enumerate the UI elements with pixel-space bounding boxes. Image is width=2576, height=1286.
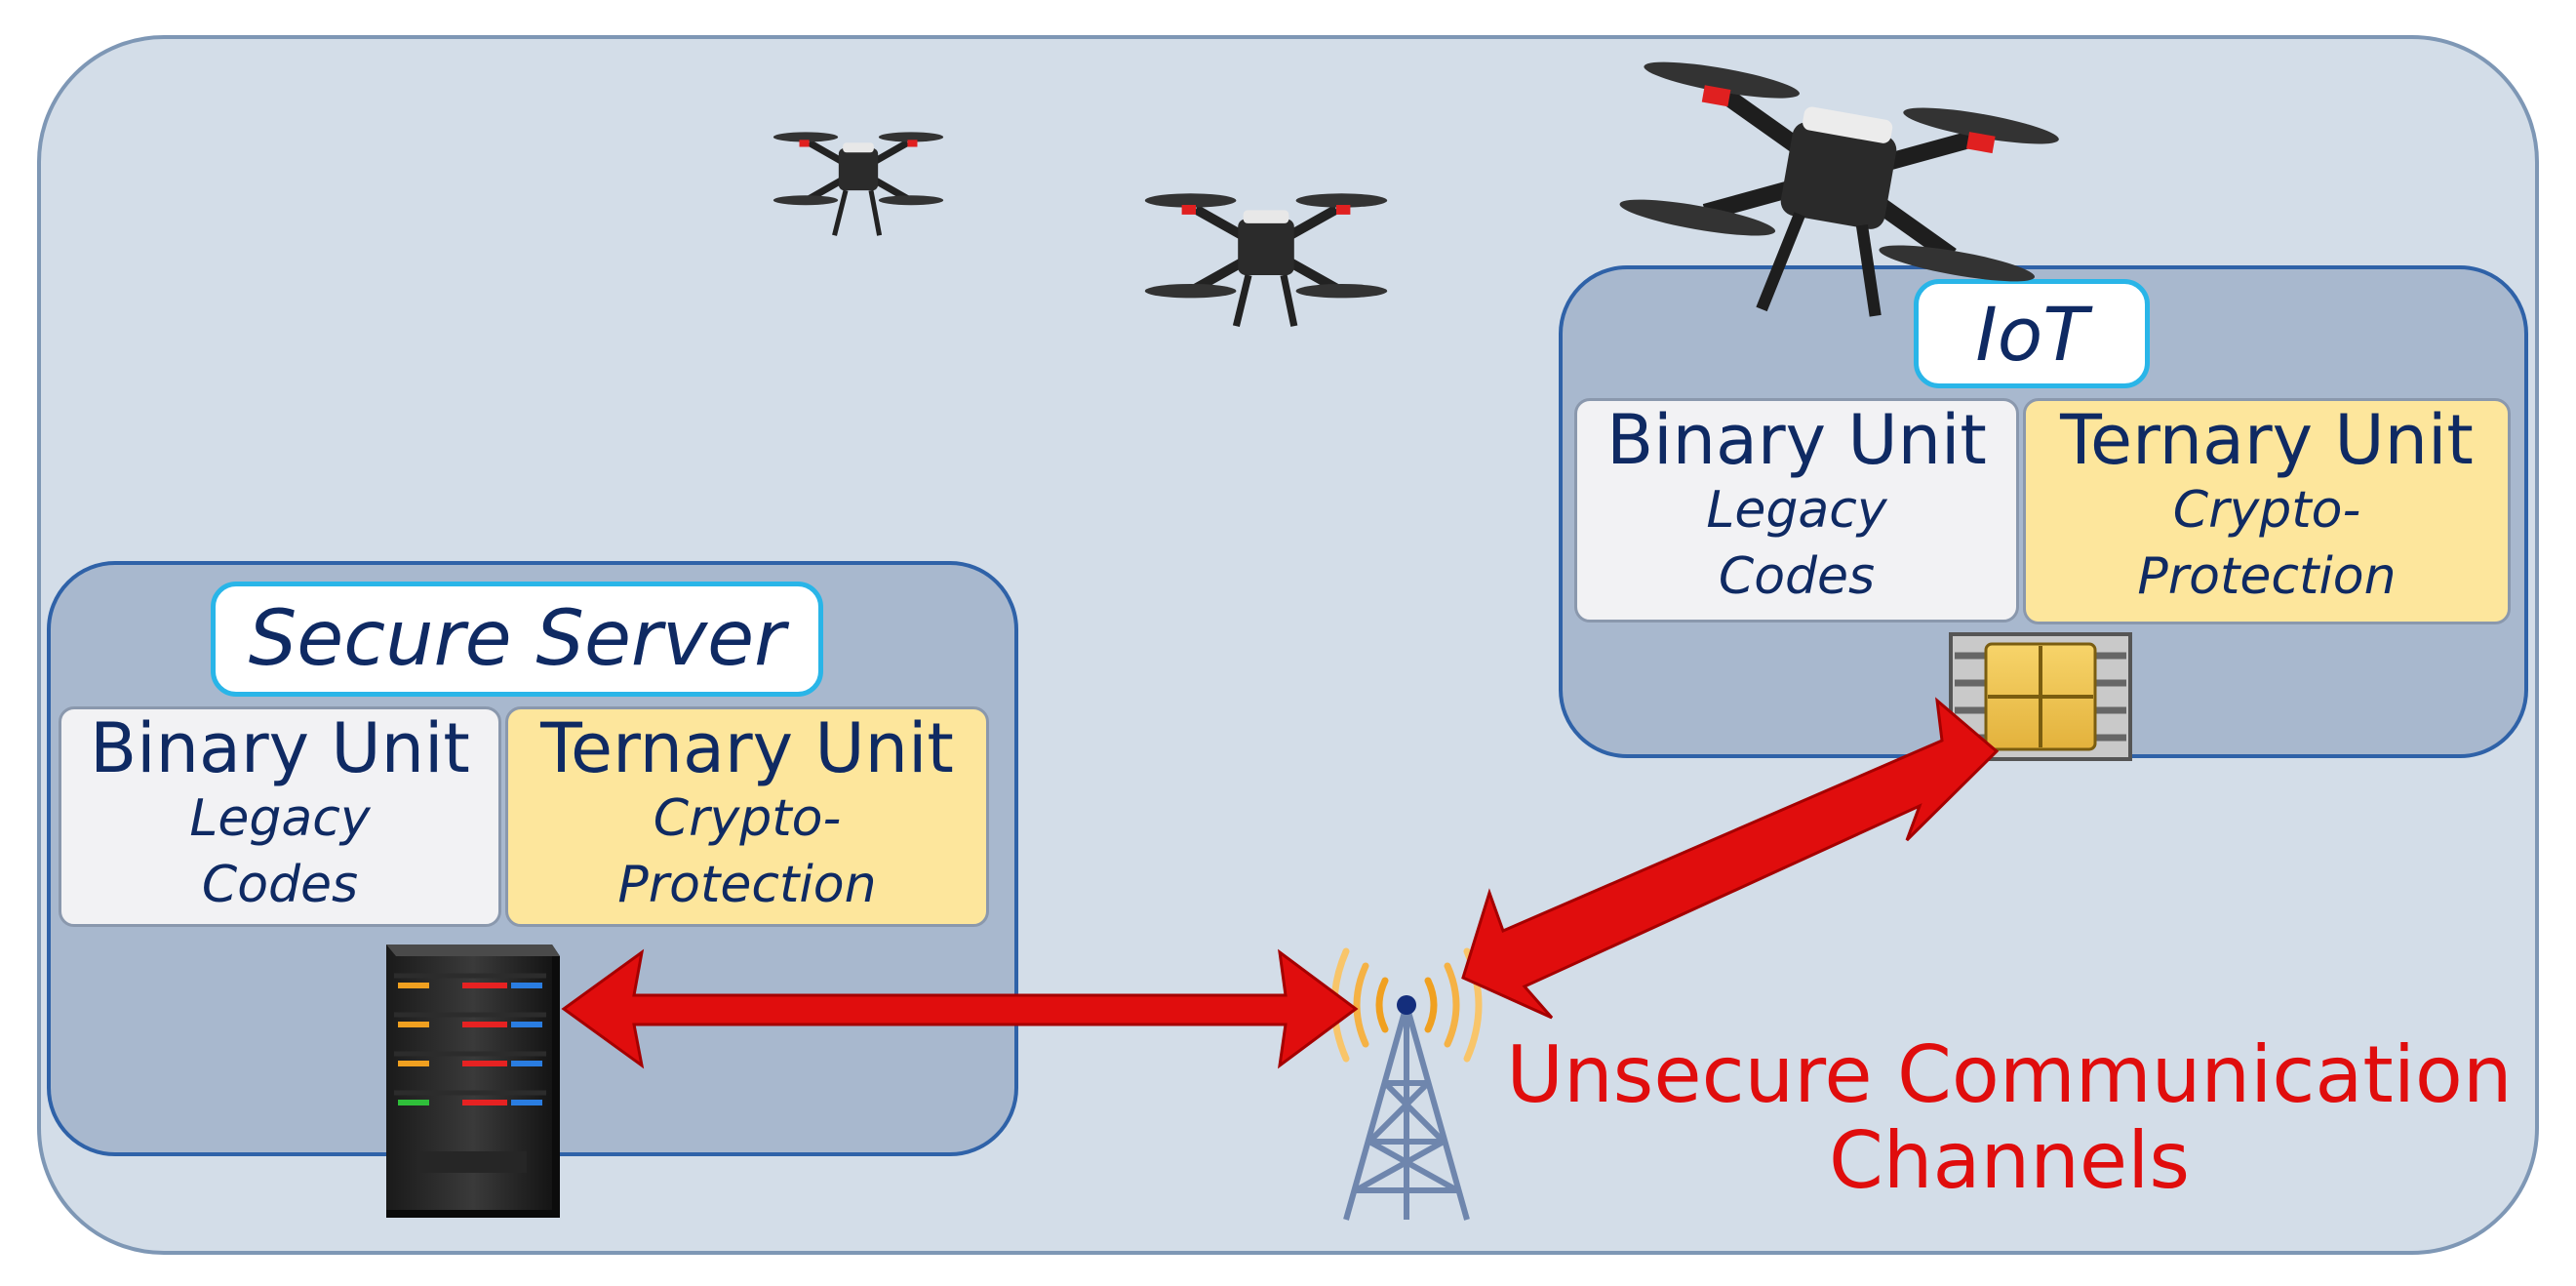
iot-binary-unit: Binary Unit Legacy Codes [1574, 398, 2019, 623]
drone-icon [1144, 193, 1388, 328]
iot-ternary-unit: Ternary Unit Crypto- Protection [2023, 398, 2511, 624]
iot-ternary-unit-line2: Protection [2137, 547, 2397, 606]
iot-ternary-unit-line1: Crypto- [2172, 481, 2361, 540]
server-binary-unit-line2: Codes [201, 856, 359, 914]
server-ternary-unit-line1: Crypto- [653, 789, 842, 848]
server-binary-unit-line1: Legacy [189, 789, 371, 848]
channel-caption-line2: Channels [1828, 1115, 2191, 1206]
channel-arrow-server-tower [561, 948, 1359, 1069]
iot-ternary-unit-name: Ternary Unit [2060, 400, 2474, 480]
drone-icon [1619, 61, 2059, 317]
iot-title: IoT [1914, 279, 2150, 388]
drone-icon [773, 132, 944, 236]
secure-server-title: Secure Server [211, 582, 823, 697]
server-binary-unit-name: Binary Unit [90, 708, 470, 788]
channel-arrow-tower-iot [1461, 697, 2000, 1020]
radio-tower-icon [1343, 1004, 1470, 1221]
iot-binary-unit-line2: Codes [1718, 547, 1876, 606]
iot-binary-unit-name: Binary Unit [1606, 400, 1987, 480]
iot-binary-unit-line1: Legacy [1706, 481, 1887, 540]
server-rack-icon [386, 944, 560, 1218]
channel-caption-line1: Unsecure Communication [1506, 1029, 2513, 1120]
server-binary-unit: Binary Unit Legacy Codes [59, 706, 501, 927]
server-ternary-unit: Ternary Unit Crypto- Protection [505, 706, 989, 927]
server-ternary-unit-line2: Protection [617, 856, 877, 914]
server-ternary-unit-name: Ternary Unit [540, 708, 954, 788]
channel-caption: Unsecure Communication Channels [1502, 1032, 2517, 1204]
